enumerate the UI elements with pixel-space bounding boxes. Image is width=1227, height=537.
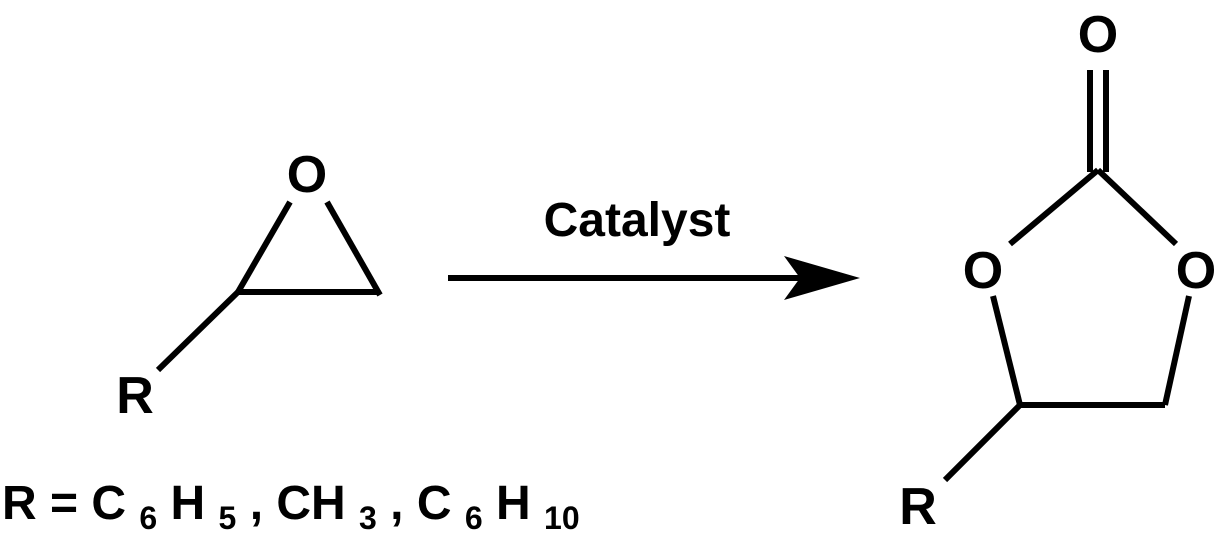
r-definition-ch: CH	[276, 477, 345, 530]
r-group-definition: R = C 6 H 5 , CH 3 , C 6 H 10	[2, 477, 580, 537]
carbonyl-oxygen-atom: O	[1078, 6, 1118, 64]
ring-bond-carbonyl-o-right	[1095, 167, 1179, 247]
r-definition-c: C	[417, 477, 452, 530]
r-definition-separator: ,	[250, 477, 277, 530]
ring-bond-o-right-c	[1162, 295, 1192, 406]
r-definition-subscript: 6	[139, 500, 157, 536]
epoxide-r-group: R	[116, 367, 154, 425]
r-definition-h: H	[496, 477, 531, 530]
ring-oxygen-left-atom: O	[963, 242, 1003, 300]
r-definition-subscript: 5	[219, 500, 237, 536]
r-definition-separator: ,	[390, 477, 417, 530]
r-definition-prefix: R =	[2, 477, 91, 530]
epoxide-bond-c1-r	[155, 289, 241, 373]
r-definition-subscript: 6	[465, 500, 483, 536]
epoxide-bond-o-c2	[324, 200, 383, 297]
ring-bond-carbonyl-o-left	[1008, 167, 1100, 247]
ring-bond-o-left-c	[990, 295, 1023, 406]
reactant-epoxide: O R	[116, 146, 383, 425]
arrow-label: Catalyst	[544, 194, 731, 247]
r-definition-subscript: 10	[544, 500, 580, 536]
product-r-group: R	[899, 478, 937, 536]
product-bond-c-r	[942, 402, 1023, 483]
r-definition-h: H	[171, 477, 206, 530]
reaction-arrow: Catalyst	[448, 194, 860, 300]
r-definition-subscript: 3	[359, 500, 377, 536]
epoxide-bond-c1-o	[235, 200, 293, 294]
ring-oxygen-right-atom: O	[1176, 242, 1216, 300]
epoxide-oxygen-atom: O	[287, 146, 327, 204]
r-definition-c: C	[91, 477, 126, 530]
arrow-head	[784, 256, 860, 300]
product-cyclic-carbonate: O O O R	[899, 6, 1216, 536]
